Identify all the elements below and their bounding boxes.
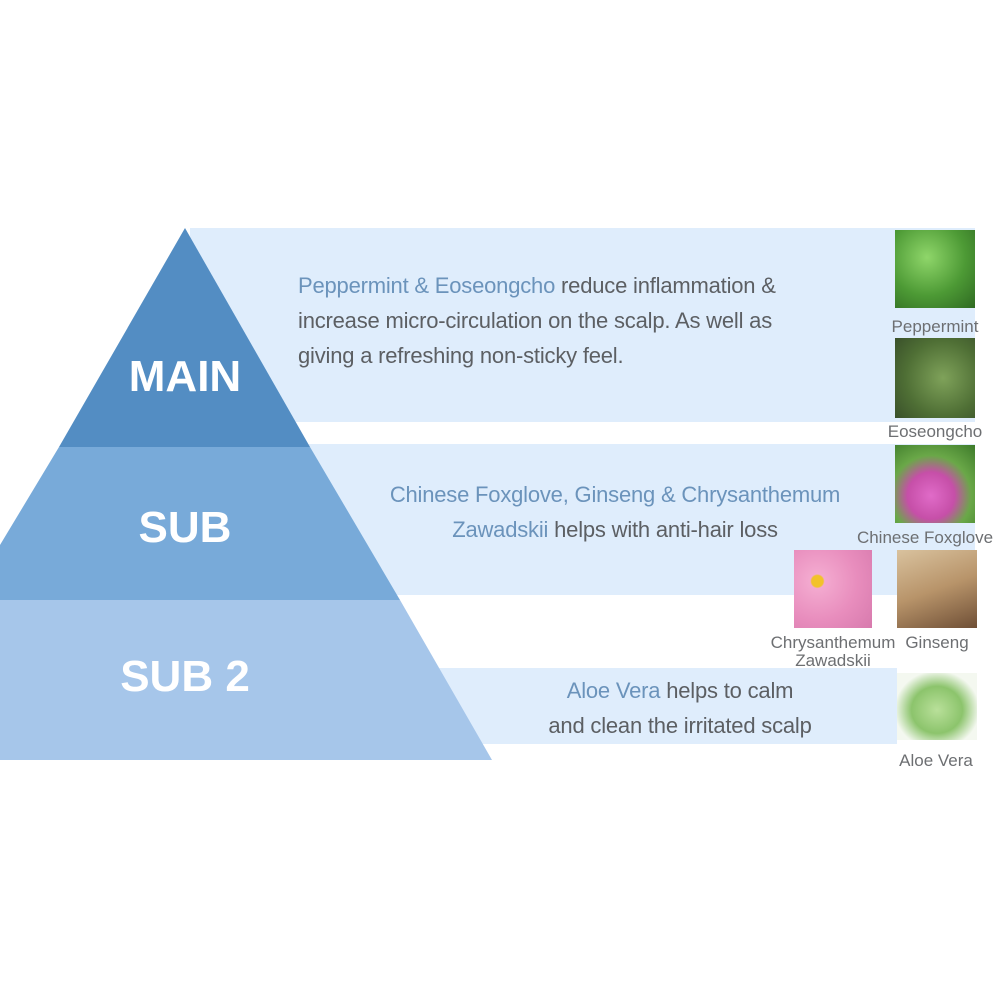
chinese-foxglove-caption: Chinese Foxglove	[856, 528, 994, 547]
peppermint-image	[895, 230, 975, 308]
main-line1: reduce inflammation &	[555, 273, 776, 298]
pyramid-tier-sub2	[0, 600, 492, 760]
main-highlight: Peppermint & Eoseongcho	[298, 273, 556, 298]
eoseongcho-image	[895, 338, 975, 418]
sub2-band	[420, 668, 897, 744]
sub2-line1: helps to calm	[660, 678, 794, 703]
chrysanthemum-caption-line2: Zawadskii	[795, 651, 871, 670]
tier-label-main: MAIN	[128, 352, 242, 401]
main-line2: increase micro-circulation on the scalp.…	[298, 308, 773, 333]
chrysanthemum-caption: Chrysanthemum Zawadskii	[760, 634, 906, 670]
sub-description: Chinese Foxglove, Ginseng & Chrysanthemu…	[330, 477, 900, 547]
aloe-vera-image	[897, 673, 977, 740]
sub2-highlight: Aloe Vera	[566, 678, 661, 703]
aloe-vera-caption: Aloe Vera	[899, 751, 973, 770]
main-description: Peppermint & Eoseongcho reduce inflammat…	[298, 268, 776, 373]
sub-rest: helps with anti-hair loss	[548, 517, 778, 542]
chrysanthemum-image	[794, 550, 872, 628]
peppermint-caption: Peppermint	[891, 317, 979, 336]
main-line3: giving a refreshing non-sticky feel.	[298, 343, 624, 368]
chrysanthemum-caption-line1: Chrysanthemum	[770, 633, 896, 652]
ginseng-caption: Ginseng	[905, 633, 969, 652]
ginseng-image	[897, 550, 977, 628]
pyramid-tier-main	[59, 228, 310, 447]
sub-highlight-1: Chinese Foxglove, Ginseng & Chrysanthemu…	[389, 482, 841, 507]
tier-label-sub: SUB	[138, 503, 232, 552]
pyramid-tier-sub	[0, 447, 400, 600]
chinese-foxglove-image	[895, 445, 975, 523]
main-band	[190, 228, 975, 422]
tier-label-sub2: SUB 2	[120, 652, 250, 701]
sub-highlight-2: Zawadskii	[452, 517, 549, 542]
sub2-line2: and clean the irritated scalp	[548, 713, 812, 738]
sub2-description: Aloe Vera helps to calm and clean the ir…	[500, 673, 860, 743]
eoseongcho-caption: Eoseongcho	[887, 422, 983, 441]
